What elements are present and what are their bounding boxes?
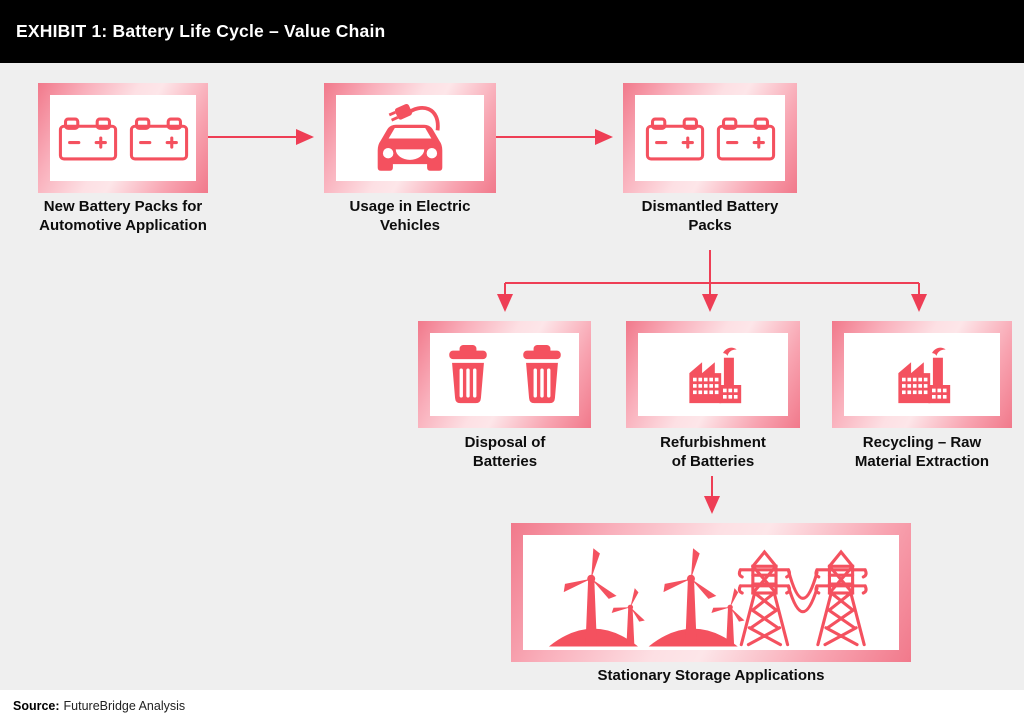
car-battery-icon (129, 117, 188, 160)
car-battery-icon (645, 117, 704, 160)
factory-icon (689, 347, 742, 403)
node-refurbishment-of-batteries (626, 321, 800, 428)
source-text: FutureBridge Analysis (63, 698, 186, 713)
electric-car-icon (375, 101, 445, 173)
node-recycling-raw-material (832, 321, 1012, 428)
node-label-dismantled-battery-packs: Dismantled Battery Packs (641, 198, 779, 235)
factory-icon (898, 347, 951, 403)
car-battery-icon (716, 117, 775, 160)
node-label-recycling-raw-material: Recycling – Raw Material Extraction (854, 434, 990, 471)
source-label: Source: (13, 698, 60, 713)
wind-turbines-power-lines-icon (541, 536, 881, 650)
source-line: Source:FutureBridge Analysis (0, 699, 185, 713)
trash-bin-icon (448, 344, 487, 403)
header-bar: EXHIBIT 1: Battery Life Cycle – Value Ch… (0, 0, 1024, 63)
diagram-canvas: New Battery Packs for Automotive Applica… (0, 63, 1024, 690)
node-dismantled-battery-packs (623, 83, 797, 193)
page-title: EXHIBIT 1: Battery Life Cycle – Value Ch… (16, 21, 386, 41)
node-label-new-battery-packs: New Battery Packs for Automotive Applica… (39, 198, 207, 235)
trash-bin-icon (522, 344, 561, 403)
node-label-refurbishment-of-batteries: Refurbishment of Batteries (660, 434, 766, 471)
car-battery-icon (58, 117, 117, 160)
node-usage-electric-vehicles (324, 83, 496, 193)
node-label-usage-electric-vehicles: Usage in Electric Vehicles (349, 198, 471, 235)
node-disposal-of-batteries (418, 321, 591, 428)
node-new-battery-packs (38, 83, 208, 193)
node-stationary-storage (511, 523, 911, 662)
node-label-stationary-storage: Stationary Storage Applications (597, 667, 825, 684)
node-label-disposal-of-batteries: Disposal of Batteries (464, 434, 546, 471)
footer-bar: Source:FutureBridge Analysis (0, 690, 1024, 721)
